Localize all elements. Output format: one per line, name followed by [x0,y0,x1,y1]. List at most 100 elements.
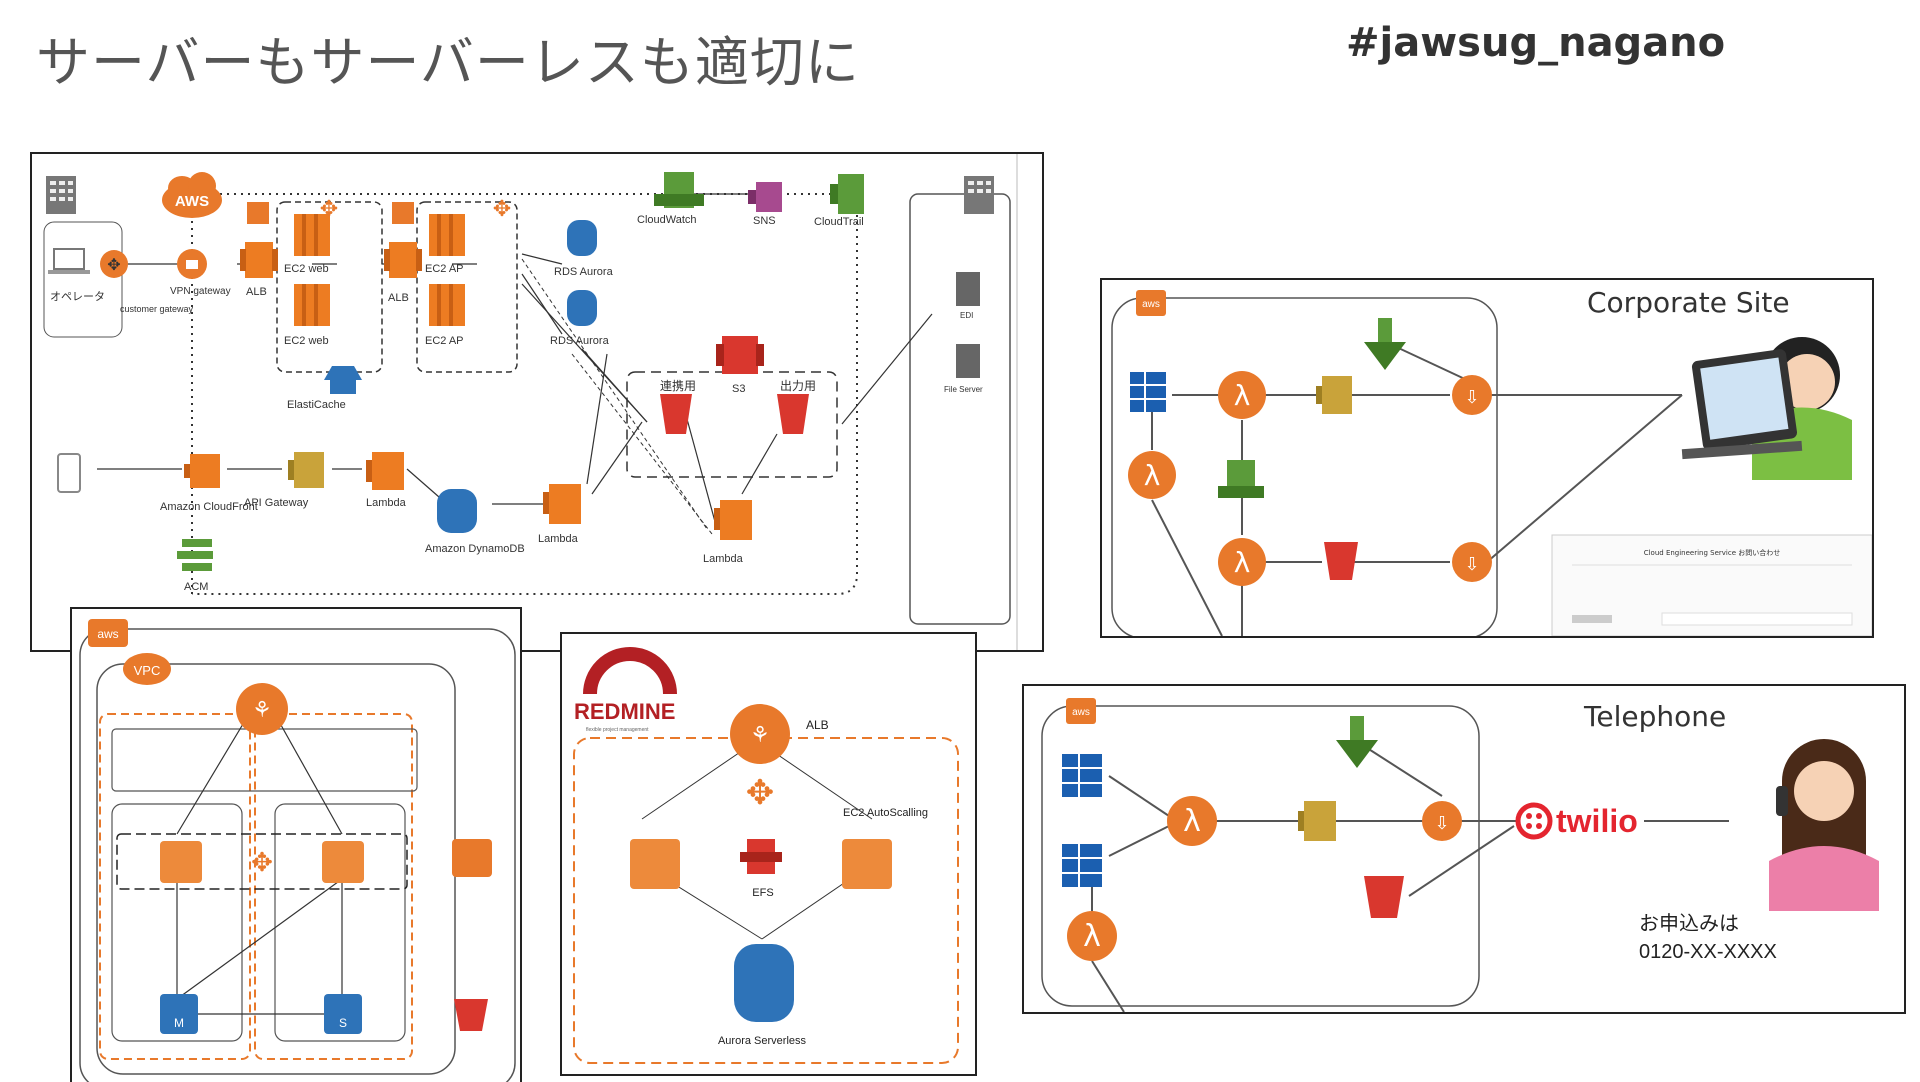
autoscaling-icon: ✥ [493,197,511,222]
lambda2-label: Lambda [538,533,579,545]
cloudfront-icon [184,454,220,488]
efs-label: EFS [752,887,773,899]
vpc-svg: aws VPC ⚘ ✥ M S [79,619,516,1082]
lambda-icon [543,484,581,524]
renkei-label: 連携用 [660,378,696,393]
laptop-icon [48,248,90,274]
vpc-cloud-icon [123,653,171,685]
alb-icon [730,704,790,764]
user-at-laptop-icon [1681,337,1852,480]
redmine-tagline: flexible project management [586,727,649,733]
ap-autoscaling-group [416,201,518,373]
vpc-router-icon [392,202,414,224]
aws-badge-label: aws [1142,299,1160,310]
aws-badge-icon [1066,698,1096,724]
lambda-icon [1067,911,1117,961]
twilio-label: twilio [1556,803,1638,839]
alb2-label: ALB [388,292,409,304]
ec2web2-label: EC2 web [284,335,329,347]
redmine-logo-text: REDMINE [574,699,675,724]
lambda3-label: Lambda [703,553,744,565]
rds-slave-icon [324,994,362,1034]
ec2ap1-label: EC2 AP [425,263,464,275]
lambda-icon [1218,538,1266,586]
svg-text:✥: ✥ [107,257,120,274]
aurora-serverless-icon [734,944,794,1022]
autoscaling-icon: ✥ [746,773,775,813]
acm-label: ACM [184,581,208,593]
telephone-title: Telephone [1583,700,1726,733]
svg-text:⇩: ⇩ [1464,554,1479,575]
building-icon [46,176,76,214]
lambda-icon [366,452,404,490]
rds-aurora-icon [567,220,597,256]
lambda1-label: Lambda [366,497,407,509]
download-arrow-icon [1336,716,1378,768]
apply-label: お申込みは [1639,911,1739,935]
cloudwatch-label: CloudWatch [637,214,697,226]
cloudtrail-label: CloudTrail [814,216,864,228]
endpoint-icon [1452,542,1492,582]
svg-text:⇩: ⇩ [1434,813,1449,834]
edi-server-icon [956,272,980,306]
ec2-web-icon [294,284,330,326]
file-server-icon [956,344,980,378]
svg-text:λ: λ [1144,459,1161,492]
aws-badge-label: aws [1072,707,1090,718]
twilio-logo-icon [1515,802,1553,840]
vpc-label: VPC [134,663,161,678]
operator-label: オペレータ [50,290,105,303]
ec2-instance-icon [630,839,680,889]
alb1-label: ALB [246,286,267,298]
hashtag: #jawsug_nagano [1346,20,1726,66]
vpc-router-icon [247,202,269,224]
telephone-panel: aws Telephone λ λ ⇩ twil [1022,684,1906,1014]
svg-text:λ: λ [1183,804,1201,839]
dynamodb-label: Amazon DynamoDB [425,543,525,555]
alb-label: ALB [806,718,829,732]
edi-label: EDI [960,311,973,320]
aws-label: AWS [175,193,209,210]
table-icon [1130,372,1166,412]
fileserver-label: File Server [944,385,983,394]
customer-gateway-icon [100,250,128,278]
aws-cloud-icon [162,172,222,218]
customer-gateway-label: customer gateway [120,304,194,314]
svg-text:λ: λ [1083,919,1101,954]
s3-bucket-icon [660,394,692,434]
ec2-instance-icon [160,841,202,883]
alb-icon [240,242,278,278]
router-icon [452,839,492,877]
endpoint-icon [1452,375,1492,415]
building-icon [964,176,994,214]
download-arrow-icon [1364,318,1406,370]
table-icon [1062,754,1102,797]
elasticache-label: ElastiCache [287,399,346,411]
mobile-icon [57,453,81,493]
s3-bucket-icon [777,394,809,434]
lambda-icon [714,500,752,540]
az1-boundary [99,713,251,1060]
redmine-panel: REDMINE flexible project management ⚘ AL… [560,632,977,1076]
elasticache-icon [324,366,362,394]
svg-text:λ: λ [1234,546,1251,579]
main-architecture-svg: オペレータ customer gateway ✥ AWS VPN gateway… [43,154,1018,650]
svg-text:⚘: ⚘ [252,698,272,723]
lambda-icon [1128,451,1176,499]
aurora-label: Aurora Serverless [718,1035,807,1047]
efs-icon [740,839,782,874]
acm-icon [177,539,213,571]
ec2-web-icon [294,214,330,256]
sns-icon [748,182,782,212]
vpc-panel: aws VPC ⚘ ✥ M S [70,607,522,1082]
ec2-instance-icon [322,841,364,883]
main-architecture-panel: オペレータ customer gateway ✥ AWS VPN gateway… [30,152,1044,652]
autoscaling-label: EC2 AutoScalling [843,807,928,819]
s3-bucket-icon [1364,876,1404,918]
onprem-box [909,193,1011,625]
redmine-logo-icon [583,647,677,695]
alb-icon [384,242,422,278]
endpoint-icon [1422,801,1462,841]
table-icon [1062,844,1102,887]
autoscaling-icon: ✥ [320,197,338,222]
